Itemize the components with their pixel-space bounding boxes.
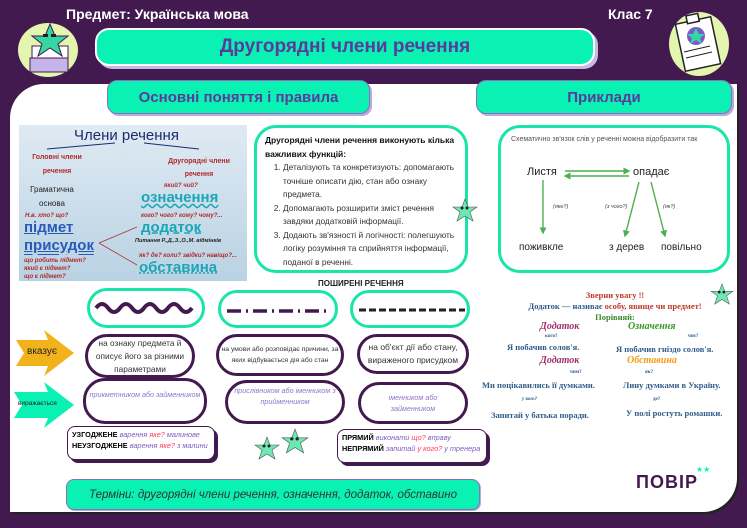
grade-label: Клас 7 (608, 6, 653, 22)
grammatical-basis: Граматична основа (30, 185, 74, 208)
dashed-line-icon (359, 308, 465, 312)
function-item: Деталізують та конкретизують: допомагают… (283, 161, 457, 202)
object-term: додаток (141, 219, 202, 236)
star-mascot-icon (281, 428, 309, 454)
clipboard-star-icon (669, 12, 729, 76)
question-label: чиє? (688, 334, 699, 339)
object-indicates: на об'єкт дії або стану, вираженого прис… (357, 334, 469, 374)
extended-heading: ПОШИРЕНІ РЕЧЕННЯ (318, 279, 404, 288)
predicate-term: присудок (24, 237, 94, 254)
books-star-icon (18, 22, 78, 77)
star-mascot-icon (710, 283, 734, 305)
function-item: Додають зв'язності й логічності: полегшу… (283, 229, 457, 270)
logo-stars-icon: ★★ (696, 465, 711, 474)
examples-object-heading: Додаток (540, 321, 580, 332)
example-sentence: Я побачив солов'я. (507, 342, 580, 352)
question-label: чим? (570, 370, 582, 375)
example-sentence: Запитай у батька поради. (491, 410, 589, 420)
diagram-title: Члени речення (74, 127, 179, 144)
adverbial-expressed: прислівником або іменником з прийменнико… (225, 380, 345, 424)
adverbial-indicates: на умови або розповідає причини, за яких… (216, 334, 344, 376)
adverbial-line-symbol (218, 290, 338, 328)
examples-rule: Зверни увагу !! Додаток — називає особу,… (528, 290, 702, 322)
scheme-q1: (яке?) (553, 204, 569, 210)
example-sentence: У полі ростуть ромашки. (626, 408, 723, 418)
tab-basic-concepts[interactable]: Основні поняття і правила (107, 80, 370, 114)
object-note-box: ПРЯМИЙ виконати що? вправу НЕПРЯМИЙ запи… (337, 429, 487, 463)
secondary-members-label: Другорядні члени речення (168, 158, 230, 178)
examples-attribute-heading: Означення (628, 321, 676, 332)
indicates-label: вказує (27, 346, 57, 357)
examples-object-heading-2: Додаток (540, 355, 580, 366)
object-line-symbol (350, 290, 470, 328)
predicate-questions: що робить підмет? який є підмет? що є пі… (24, 258, 86, 280)
attribute-question: який? чий? (164, 183, 198, 189)
example-sentence: Ми поцікавились її думками. (482, 380, 595, 390)
scheme-arrows (539, 167, 667, 238)
wavy-line-icon (94, 302, 194, 314)
question-label: як? (645, 370, 654, 375)
question-label: де? (653, 397, 661, 402)
function-item: Допомагають розширити зміст речення завд… (283, 202, 457, 229)
subject-label: Предмет: Українська мова (66, 6, 249, 22)
subject-term: підмет (24, 219, 74, 236)
functions-card: Другорядні члени речення виконують кільк… (254, 125, 468, 273)
attribute-note: УЗГОДЖЕНЕ варення яке? малинове НЕУЗГОДЖ… (67, 426, 215, 460)
examples-adverbial-heading: Обставина (627, 355, 677, 366)
subject-question: Н.в. хто? що? (25, 213, 69, 219)
tab-examples[interactable]: Приклади (476, 80, 732, 114)
example-sentence: Я побачив гніздо солов'я. (616, 344, 714, 354)
terms-bar: Терміни: другорядні члени речення, означ… (66, 479, 480, 510)
povir-logo: ПОВІР (636, 472, 698, 492)
object-note: Питання Р.,Д.,З.,О.,М. відмінків (135, 238, 222, 244)
object-question: кого? чого? кому? чому?... (141, 213, 223, 219)
scheme-q3: (як?) (663, 204, 676, 210)
page-title: Другорядні члени речення (95, 28, 595, 66)
attribute-term: означення (141, 189, 219, 206)
scheme-word-1: поживкле (519, 242, 564, 253)
scheme-predicate: опадає (633, 166, 670, 178)
example-sentence: Лину думками в Україну. (623, 380, 721, 390)
dash-dot-line-icon (227, 309, 329, 313)
scheme-q2: (з чого?) (605, 204, 628, 210)
main-members-label: Головні члени речення (32, 154, 82, 175)
attribute-indicates: на ознаку предмета й описує його за різн… (85, 334, 195, 378)
scheme-word-2: з дерев (609, 242, 645, 253)
object-expressed: іменником або займенником (358, 382, 468, 424)
star-mascot-icon (254, 436, 280, 460)
star-mascot-icon (452, 198, 478, 222)
question-label: кого? (545, 334, 558, 339)
attribute-expressed: прикметником або займенником (83, 378, 207, 424)
arrow-expressed-icon (14, 382, 74, 428)
attribute-line-symbol (87, 288, 205, 328)
scheme-card: Схематично зв'язок слів у реченні можна … (498, 125, 730, 273)
sentence-members-diagram: Члени речення Головні члени речення Друг… (19, 125, 247, 281)
scheme-intro: Схематично зв'язок слів у реченні можна … (511, 136, 698, 143)
expressed-label: виражається (18, 400, 57, 407)
arrow-indicates-icon (16, 330, 74, 376)
scheme-subject: Листя (527, 166, 557, 178)
adverbial-term: обставина (139, 259, 218, 276)
functions-heading: Другорядні члени речення виконують кільк… (265, 135, 455, 159)
adverbial-question: як? де? коли? звідки? навіщо?... (139, 253, 237, 259)
diagram-arrows (46, 142, 200, 266)
question-label: у кого? (522, 397, 538, 402)
functions-list: Деталізують та конкретизують: допомагают… (265, 161, 457, 269)
scheme-word-3: повільно (661, 242, 702, 253)
